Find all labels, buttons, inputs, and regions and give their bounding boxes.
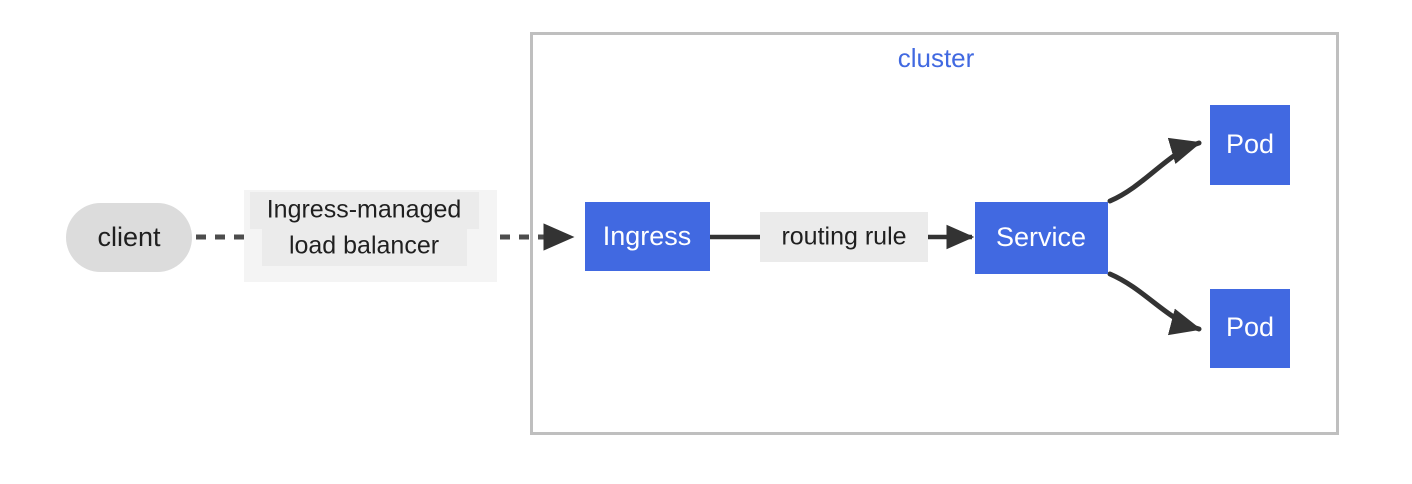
node-ingress-label: Ingress [603, 221, 692, 251]
edge-label-ingress-managed-load-balancer: Ingress-managed load balancer [244, 190, 497, 282]
edge-service-to-pod-bottom-path [1107, 271, 1202, 336]
node-service-shape[interactable] [975, 202, 1108, 274]
node-client-shape[interactable] [66, 203, 192, 272]
edge-label-line2-bg [262, 229, 467, 266]
edge-service-to-pod-bottom [1107, 271, 1202, 336]
node-pod-bottom-label: Pod [1226, 312, 1274, 342]
edge-label-line1-bg [250, 192, 479, 229]
node-service-label: Service [996, 222, 1086, 252]
edge-service-to-pod-top-path [1107, 137, 1202, 204]
node-pod-top-label: Pod [1226, 129, 1274, 159]
node-ingress[interactable]: Ingress [585, 202, 710, 271]
node-pod-top-shape[interactable] [1210, 105, 1290, 185]
node-pod-bottom[interactable]: Pod [1210, 289, 1290, 368]
edge-label-line1: Ingress-managed [267, 196, 462, 224]
node-client-label: client [97, 222, 161, 252]
node-service[interactable]: Service [975, 202, 1108, 274]
edge-ingress-to-service: routing rule [710, 212, 975, 262]
edge-service-to-pod-top [1107, 137, 1202, 204]
edge-label-routing-rule-bg [760, 212, 928, 262]
node-pod-bottom-shape[interactable] [1210, 289, 1290, 368]
node-client[interactable]: client [66, 203, 192, 272]
edge-label-line2: load balancer [289, 232, 439, 260]
node-ingress-shape[interactable] [585, 202, 710, 271]
cluster-label: cluster [898, 43, 975, 73]
edge-label-routing-rule: routing rule [781, 223, 906, 251]
node-pod-top[interactable]: Pod [1210, 105, 1290, 185]
